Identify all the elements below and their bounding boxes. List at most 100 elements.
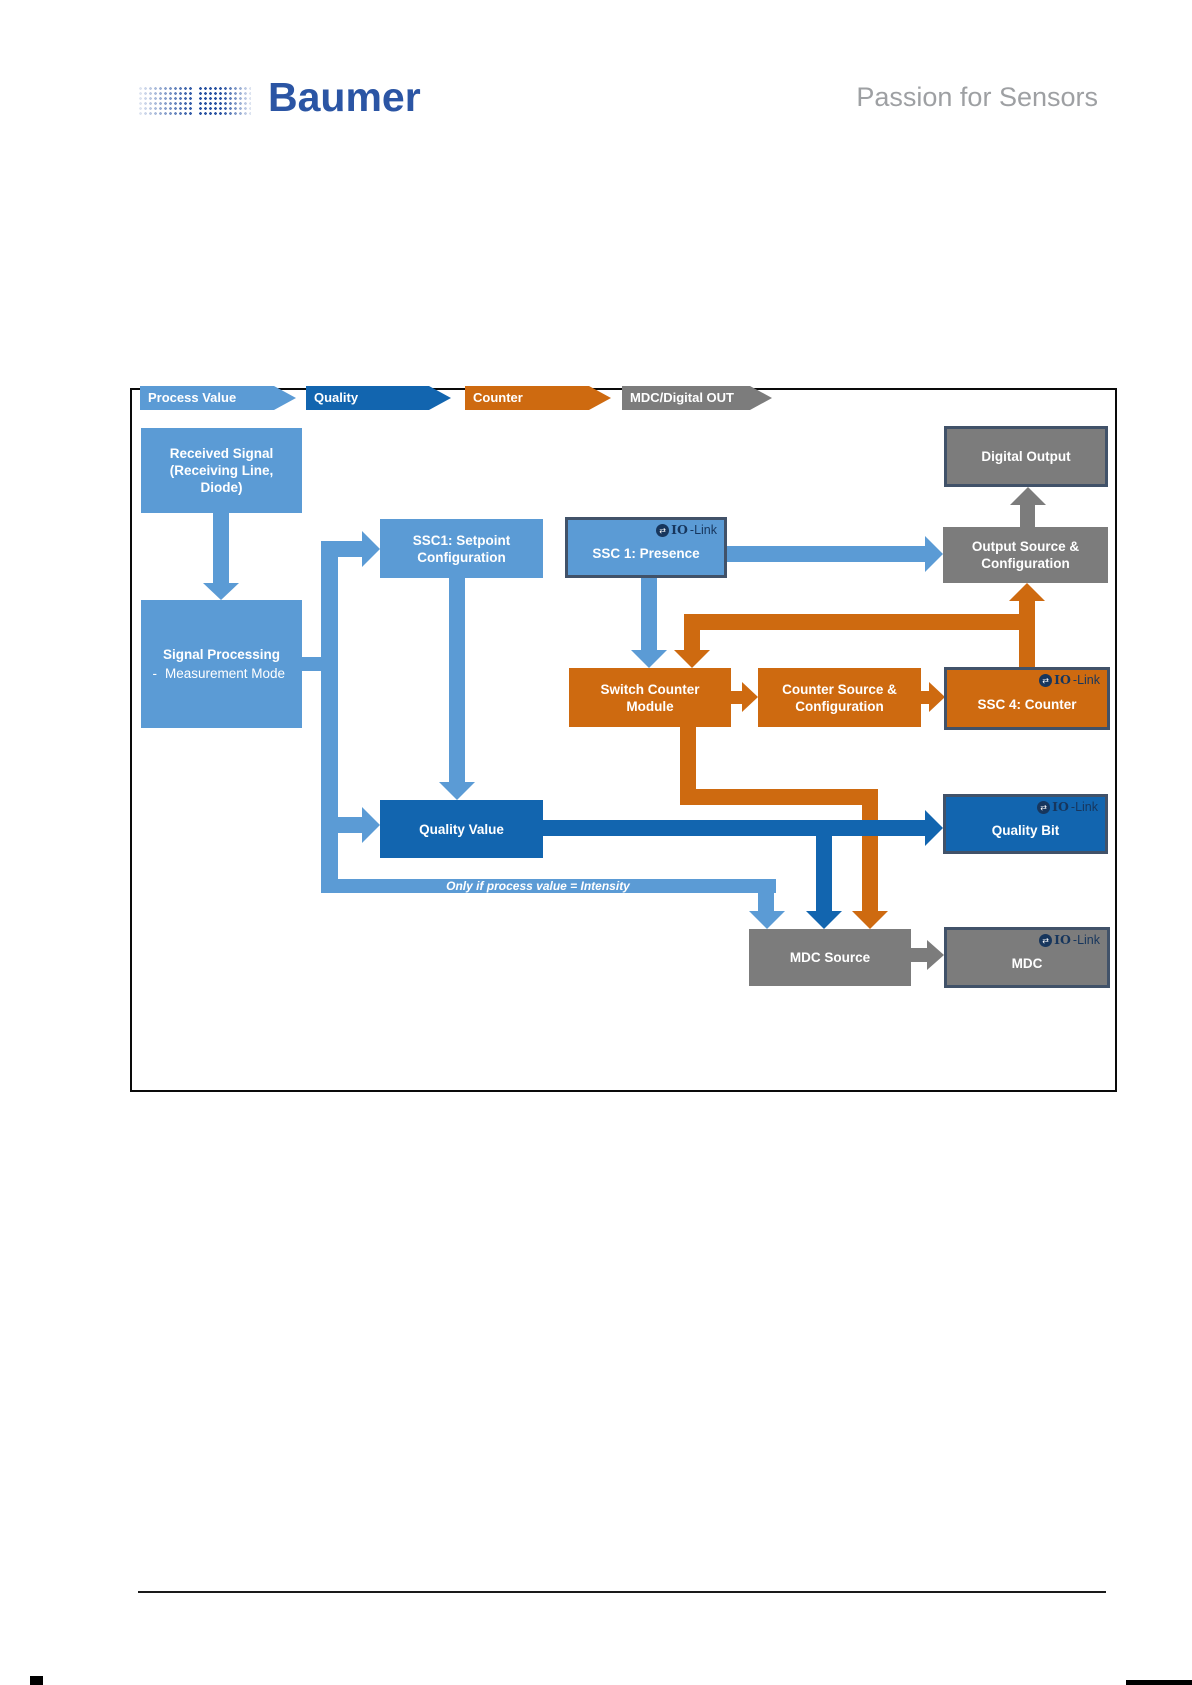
node-label: Module — [626, 698, 674, 714]
connector-quality-to-mdc-source — [816, 836, 832, 911]
node-bullet: - Measurement Mode — [153, 665, 291, 682]
legend-arrow-head-icon — [429, 386, 451, 410]
legend-arrow-body — [465, 386, 589, 410]
node-ssc1-setpoint-configuration: SSC1: Setpoint Configuration — [380, 519, 543, 578]
baumer-logo-halftone-icon — [198, 86, 251, 117]
io-link-io: IO — [1052, 799, 1069, 814]
arrowhead-down-icon — [674, 650, 710, 668]
bullet-dash: - — [152, 666, 158, 681]
legend-label: Counter — [473, 390, 523, 405]
legend-mdc-digital-out: MDC/Digital OUT — [622, 386, 772, 410]
connector-ssc1-to-quality-value — [449, 578, 465, 782]
arrowhead-down-icon — [439, 782, 475, 800]
footer-rule — [138, 1591, 1106, 1593]
baumer-logo-halftone-icon — [138, 86, 194, 117]
io-link-suffix: -Link — [1070, 800, 1098, 814]
node-label: Diode) — [200, 480, 243, 495]
arrowhead-down-icon — [806, 911, 842, 929]
node-label: Switch Counter — [600, 681, 700, 697]
arrowhead-right-icon — [362, 531, 380, 567]
legend-arrow-body — [140, 386, 274, 410]
node-ssc4-counter: ⇄ IO -Link SSC 4: Counter — [944, 667, 1110, 730]
io-link-suffix: -Link — [1072, 933, 1100, 947]
node-received-signal: Received Signal (Receiving Line, Diode) — [141, 428, 302, 513]
arrowhead-down-icon — [852, 911, 888, 929]
legend-label: Quality — [314, 390, 359, 405]
legend-counter: Counter — [465, 386, 611, 410]
node-counter-source-configuration: Counter Source & Configuration — [758, 668, 921, 727]
node-signal-processing: Signal Processing - Measurement Mode — [141, 600, 302, 728]
legend-process-value: Process Value — [140, 386, 296, 410]
io-link-logo: ⇄ IO -Link — [1037, 800, 1098, 814]
arrowhead-right-icon — [925, 536, 943, 572]
io-link-icon: ⇄ — [1037, 800, 1051, 814]
node-label: Signal Processing — [162, 647, 281, 662]
connector-presence-to-switch-counter — [641, 578, 657, 650]
connector-intensity-line — [321, 879, 776, 893]
node-label: Configuration — [417, 549, 506, 565]
node-label: Received Signal — [169, 446, 274, 461]
scan-artifact-right — [1126, 1680, 1192, 1685]
node-label: SSC1: Setpoint — [412, 532, 511, 548]
node-label: Digital Output — [981, 449, 1071, 464]
connector-process-trunk — [321, 541, 338, 893]
arrowhead-right-icon — [742, 682, 758, 712]
legend-arrow-head-icon — [274, 386, 296, 410]
io-link-icon: ⇄ — [656, 523, 670, 537]
io-link-logo: ⇄ IO -Link — [1039, 933, 1100, 947]
legend-label: MDC/Digital OUT — [630, 390, 734, 405]
node-label: MDC — [1011, 956, 1043, 971]
brand-wordmark: Baumer — [268, 74, 421, 120]
node-label: Quality Bit — [991, 822, 1060, 838]
diagram-caption-box — [130, 1039, 1117, 1092]
node-quality-value: Quality Value — [380, 800, 543, 858]
connector-ssc4-to-output-source — [1019, 601, 1035, 672]
connector-received-to-processing — [213, 513, 229, 583]
node-ssc1-presence: ⇄ IO -Link SSC 1: Presence — [565, 517, 727, 578]
legend-quality: Quality — [306, 386, 451, 410]
node-mdc-source: MDC Source — [749, 929, 911, 986]
condition-note: Only if process value = Intensity — [446, 879, 630, 893]
legend-arrow-head-icon — [589, 386, 611, 410]
node-label: Configuration — [981, 556, 1070, 571]
io-link-io: IO — [1054, 672, 1071, 687]
node-quality-bit: ⇄ IO -Link Quality Bit — [943, 794, 1108, 854]
connector-counter-to-mdc-source — [862, 789, 878, 911]
arrowhead-right-icon — [925, 810, 943, 846]
connector-counter-tee-drop — [684, 614, 700, 650]
node-output-source-configuration: Output Source & Configuration — [943, 527, 1108, 583]
connector-switch-counter-down — [680, 727, 696, 797]
connector-counter-tee — [684, 614, 1035, 630]
node-label: Output Source & — [971, 539, 1080, 554]
arrowhead-up-icon — [1009, 583, 1045, 601]
arrowhead-right-icon — [929, 682, 945, 712]
io-link-io: IO — [671, 522, 688, 537]
io-link-io: IO — [1054, 932, 1071, 947]
node-label: SSC 4: Counter — [977, 697, 1077, 712]
arrowhead-right-icon — [362, 807, 380, 843]
node-label: (Receiving Line, — [169, 463, 274, 478]
node-switch-counter-module: Switch Counter Module — [569, 668, 731, 727]
io-link-suffix: -Link — [1072, 673, 1100, 687]
connector-trunk-to-quality-value — [338, 817, 362, 833]
arrowhead-down-icon — [203, 583, 239, 600]
node-label: SSC 1: Presence — [592, 546, 700, 561]
connector-mdc-source-to-mdc — [911, 948, 927, 962]
node-label: MDC Source — [789, 950, 871, 965]
scan-artifact-left — [30, 1676, 43, 1685]
io-link-logo: ⇄ IO -Link — [656, 523, 717, 537]
connector-quality-value-to-bit — [543, 820, 925, 836]
connector-intensity-drop — [758, 879, 774, 911]
arrowhead-right-icon — [927, 940, 944, 970]
io-link-icon: ⇄ — [1039, 673, 1053, 687]
node-label: Quality Value — [419, 821, 504, 837]
node-mdc: ⇄ IO -Link MDC — [944, 927, 1110, 988]
io-link-icon: ⇄ — [1039, 933, 1053, 947]
legend-arrow-body — [306, 386, 429, 410]
arrowhead-up-icon — [1010, 487, 1046, 505]
arrowhead-down-icon — [749, 911, 785, 929]
node-digital-output: Digital Output — [944, 426, 1108, 487]
brand-tagline: Passion for Sensors — [856, 82, 1098, 112]
connector-trunk-to-ssc1 — [338, 541, 362, 557]
